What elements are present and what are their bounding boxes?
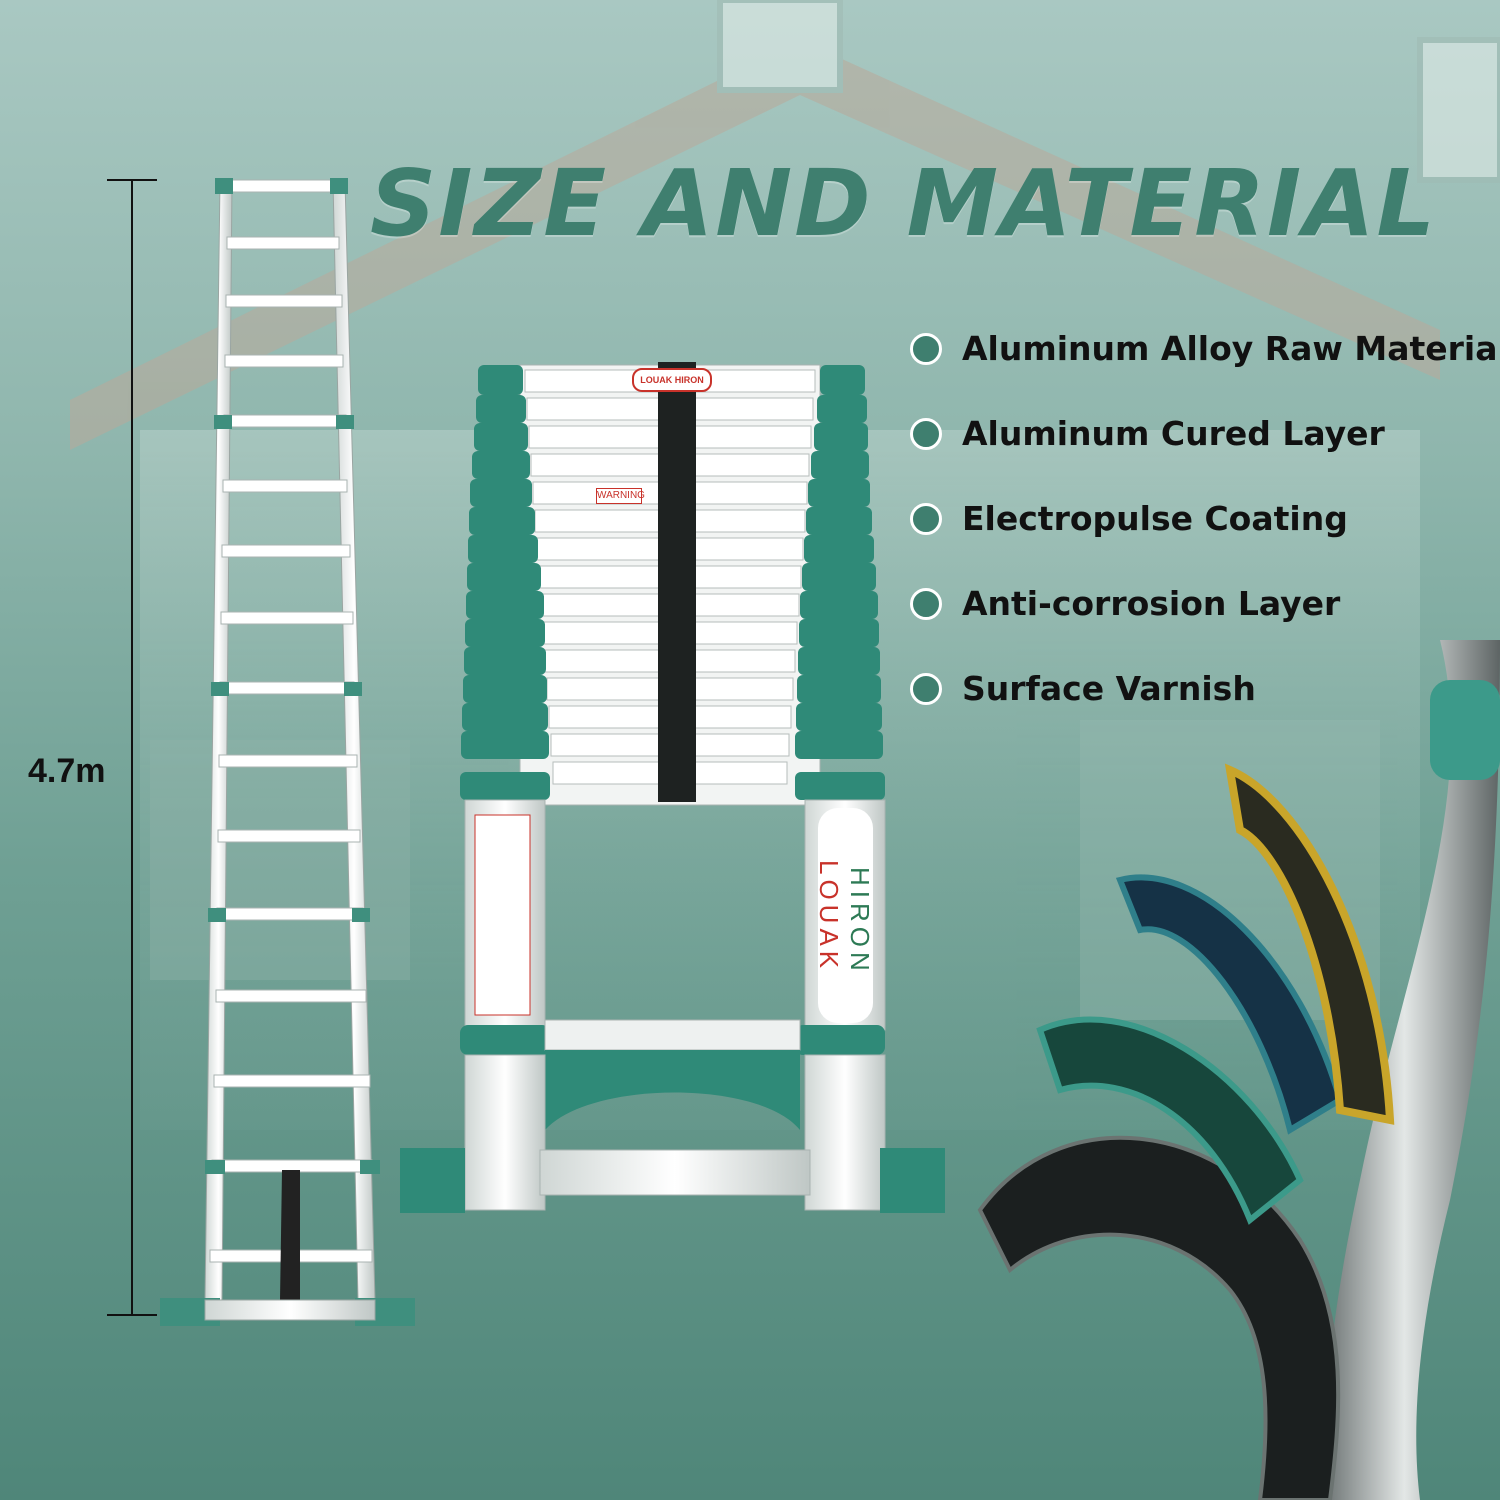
height-measure-label: 4.7m <box>28 752 106 790</box>
feature-item: Electropulse Coating <box>910 476 1490 561</box>
feature-item: Aluminum Alloy Raw Material <box>910 306 1500 391</box>
feature-label: Aluminum Cured Layer <box>962 414 1385 453</box>
bullet-icon <box>910 417 942 450</box>
feature-label: Electropulse Coating <box>962 499 1348 538</box>
feature-item: Anti-corrosion Layer <box>910 561 1490 646</box>
page-title: SIZE AND MATERIAL <box>370 150 1438 257</box>
bullet-icon <box>910 672 942 705</box>
feature-list: Aluminum Alloy Raw Material Aluminum Cur… <box>910 306 1500 731</box>
brand-vertical-label: LOUAK HIRON <box>814 812 875 1022</box>
ladder-logo-badge: LOUAK HIRON <box>632 368 712 392</box>
ladder-extended-image <box>160 178 415 1326</box>
feature-item: Surface Varnish <box>910 646 1490 731</box>
feature-label: Anti-corrosion Layer <box>962 584 1341 623</box>
bullet-icon <box>910 332 942 365</box>
feature-label: Surface Varnish <box>962 669 1256 708</box>
brand-name-part-1: LOUAK <box>814 860 844 974</box>
height-measure-line <box>107 179 157 1316</box>
ladder-collapsed-image <box>400 362 945 1213</box>
brand-name-part-2: HIRON <box>845 866 875 976</box>
bullet-icon <box>910 587 942 620</box>
feature-item: Aluminum Cured Layer <box>910 391 1490 476</box>
warning-label: WARNING <box>596 488 645 504</box>
feature-label: Aluminum Alloy Raw Material <box>962 329 1500 368</box>
bullet-icon <box>910 502 942 535</box>
coating-layers-image <box>977 640 1500 1500</box>
